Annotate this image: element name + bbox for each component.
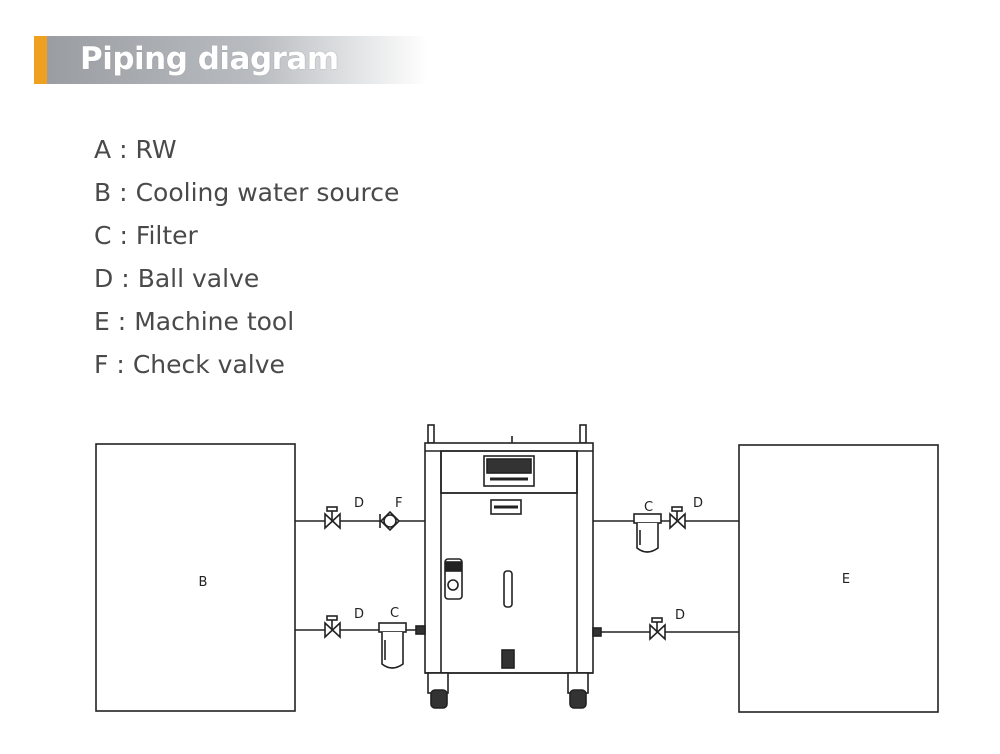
legend-separator: :: [119, 135, 128, 164]
legend-key: D: [94, 264, 114, 293]
control-display: [483, 455, 535, 487]
callout-f: F: [395, 496, 402, 511]
legend-label: RW: [135, 135, 177, 164]
legend-separator: :: [119, 178, 128, 207]
callout-d: D: [693, 496, 703, 511]
chiller-unit: [415, 424, 602, 709]
legend-label: Check valve: [132, 350, 285, 379]
callout-d: D: [354, 607, 364, 622]
legend-key: C: [94, 221, 112, 250]
legend-key: E: [94, 307, 110, 336]
box-label-e: E: [842, 572, 850, 587]
filter-icon: [378, 622, 407, 669]
legend-label: Machine tool: [134, 307, 295, 336]
legend-separator: :: [117, 307, 127, 336]
callout-c: C: [390, 606, 399, 621]
ball-valve-icon: [324, 615, 341, 639]
legend-separator: :: [121, 264, 130, 293]
cooling-water-source-box: [95, 443, 296, 712]
level-window: [503, 570, 513, 608]
ball-valve-icon: [649, 617, 666, 641]
section-title-bar: Piping diagram: [34, 36, 428, 84]
legend-key: A: [94, 135, 112, 164]
ball-valve-icon: [324, 506, 341, 530]
legend-item-d: D:Ball valve: [94, 257, 399, 300]
machine-tool-box: [738, 444, 939, 713]
legend-item-e: E:Machine tool: [94, 300, 399, 343]
box-label-b: B: [199, 575, 208, 590]
callout-c: C: [644, 500, 653, 515]
ball-valve-icon: [669, 506, 686, 530]
check-valve-icon: [379, 510, 401, 532]
legend-separator: :: [116, 350, 125, 379]
page-title: Piping diagram: [80, 41, 339, 77]
filter-icon: [633, 513, 662, 553]
callout-d: D: [675, 608, 685, 623]
title-accent-stripe: [34, 36, 47, 84]
title-band: [47, 36, 428, 84]
legend-label: Filter: [135, 221, 198, 250]
legend-item-b: B:Cooling water source: [94, 171, 399, 214]
legend-key: F: [94, 350, 109, 379]
legend-key: B: [94, 178, 112, 207]
legend-item-f: F:Check valve: [94, 343, 399, 386]
callout-d: D: [354, 496, 364, 511]
legend-separator: :: [119, 221, 128, 250]
legend-item-c: C:Filter: [94, 214, 399, 257]
legend-label: Cooling water source: [135, 178, 400, 207]
legend-label: Ball valve: [137, 264, 260, 293]
legend-item-a: A:RW: [94, 128, 399, 171]
legend-list: A:RW B:Cooling water source C:Filter D:B…: [94, 128, 399, 386]
